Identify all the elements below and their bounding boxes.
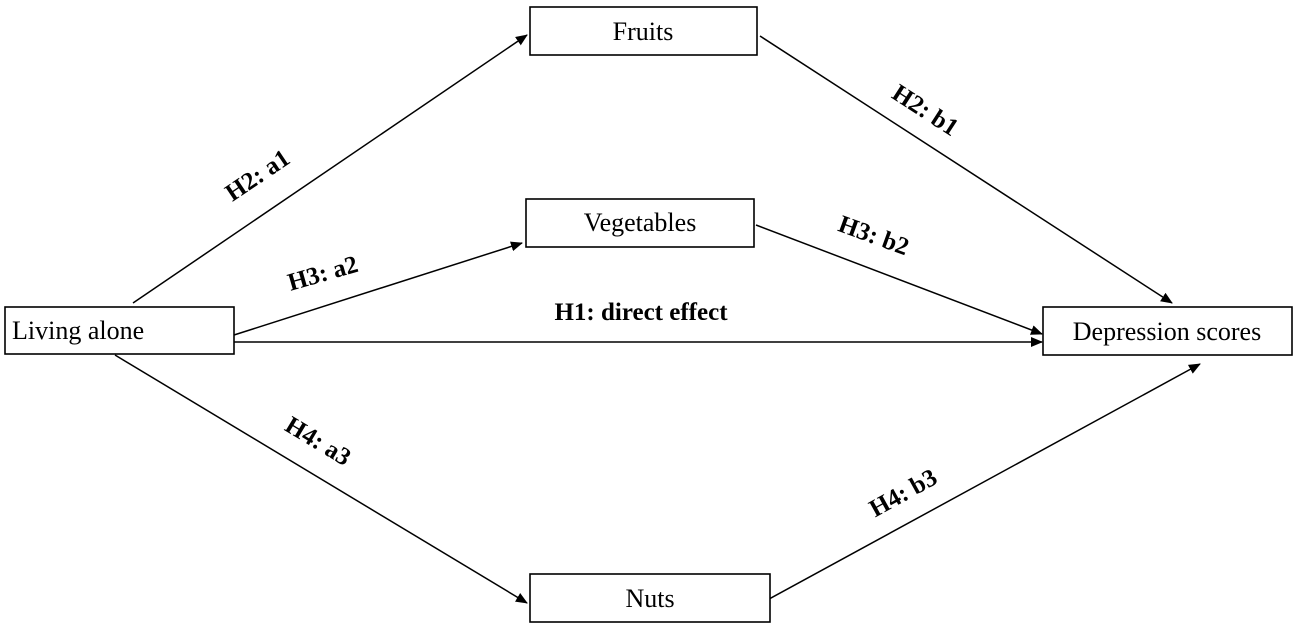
arrow-living-alone-to-nuts: [114, 354, 528, 604]
path-label-h2-b1: H2: b1: [887, 80, 963, 142]
path-label-h4-a3: H4: a3: [280, 412, 355, 472]
node-vegetables: Vegetables: [525, 198, 755, 248]
arrow-living-alone-to-vegetables: [233, 241, 523, 336]
arrow-living-alone-to-fruits: [132, 34, 528, 304]
node-vegetables-label: Vegetables: [584, 208, 697, 237]
path-label-h2-a1: H2: a1: [221, 145, 295, 207]
node-living-alone: Living alone: [4, 306, 235, 355]
path-label-h3-a2: H3: a2: [285, 251, 361, 297]
path-label-h1-direct: H1: direct effect: [554, 299, 728, 326]
node-depression-scores: Depression scores: [1042, 306, 1293, 356]
node-depression-scores-label: Depression scores: [1073, 317, 1261, 346]
node-living-alone-label: Living alone: [12, 316, 144, 345]
path-label-h3-b2: H3: b2: [835, 211, 913, 261]
arrow-nuts-to-depression: [759, 363, 1201, 605]
arrow-vegetables-to-depression: [755, 224, 1043, 335]
node-fruits-label: Fruits: [613, 17, 674, 46]
node-nuts-label: Nuts: [625, 584, 674, 613]
node-nuts: Nuts: [529, 573, 771, 623]
path-label-h4-b3: H4: b3: [865, 464, 942, 523]
arrow-fruits-to-depression: [759, 35, 1173, 304]
node-fruits: Fruits: [529, 6, 758, 56]
